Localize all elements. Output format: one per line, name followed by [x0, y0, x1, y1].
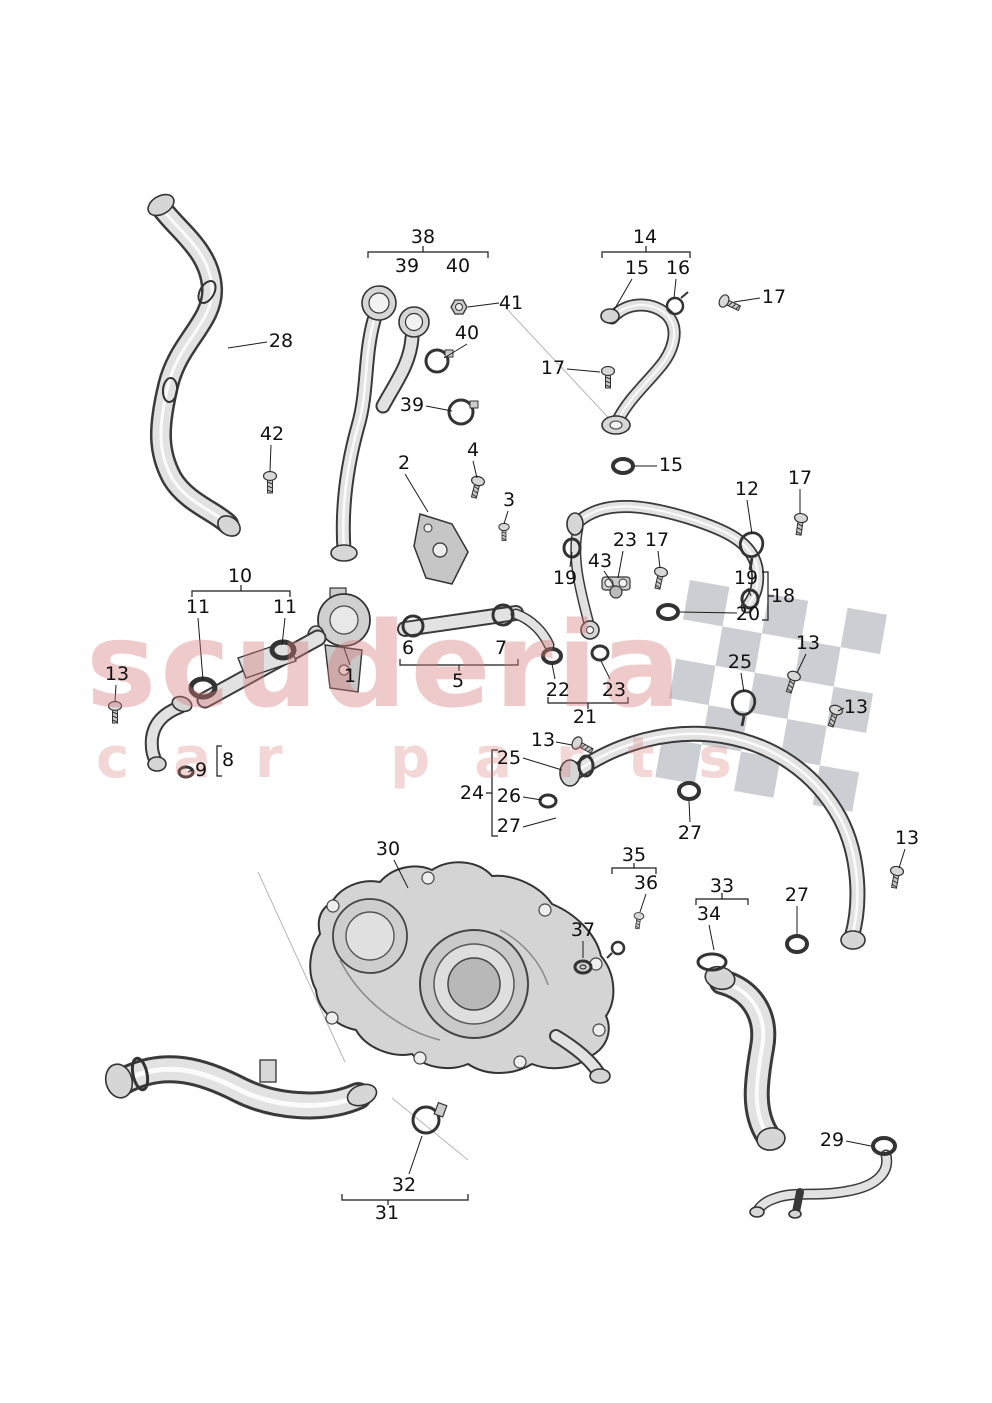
coolant-pipe-mid [566, 506, 758, 640]
hose-31 [104, 1057, 448, 1135]
connector-pipe-5 [401, 603, 610, 665]
clamp-39 [447, 398, 479, 426]
pipe-assembly-38 [330, 285, 430, 562]
o-ring-15 [611, 457, 635, 475]
clamp-23 [590, 644, 610, 662]
screw-17c [791, 512, 809, 537]
hook-clamp-25 [730, 689, 757, 727]
clip-35 [606, 940, 626, 959]
nut-41 [450, 299, 468, 315]
o-ring-27b [785, 934, 809, 954]
clamps-and-rings [424, 291, 765, 975]
checker-flag-watermark [655, 580, 887, 812]
pipe-assembly-14 [600, 305, 674, 435]
screw-17d [650, 565, 669, 591]
clamp-6 [401, 614, 425, 638]
screw-4 [466, 474, 486, 500]
clamp-40 [424, 348, 454, 374]
o-ring-20 [656, 603, 680, 621]
clamp-32 [411, 1101, 448, 1135]
screw-3 [498, 522, 510, 542]
screw-13a [107, 700, 123, 724]
screw-13e [887, 864, 905, 890]
hose-24 [538, 734, 866, 950]
pipe-part-29 [749, 1136, 897, 1219]
clamp-19a [562, 537, 582, 559]
bracket-part-2 [413, 513, 469, 585]
o-ring-26 [538, 793, 558, 809]
washer-9 [177, 765, 195, 779]
clip-16 [665, 291, 689, 316]
hose-33 [696, 934, 809, 1151]
o-ring-27 [677, 781, 701, 801]
elbow-part-8 [148, 695, 195, 779]
screw-17b [600, 365, 616, 389]
o-ring-22 [541, 647, 563, 665]
screw-17a [716, 292, 743, 315]
clamp-19b [740, 588, 760, 610]
water-pump-housing-30 [309, 861, 615, 1084]
pump-inlet-tube-10 [188, 638, 318, 700]
screw-36 [631, 911, 645, 930]
construction-lines [257, 307, 619, 1161]
hook-clamp-12 [738, 531, 765, 571]
pipe-clamp-cluster-43 [601, 576, 631, 599]
clamp-34 [696, 952, 728, 972]
group-brackets [191, 246, 774, 1205]
hose-28 [147, 193, 241, 537]
washer-37 [573, 959, 593, 975]
screw-42 [262, 470, 278, 494]
leader-lines [114, 278, 906, 1175]
clamp-7 [491, 603, 515, 627]
